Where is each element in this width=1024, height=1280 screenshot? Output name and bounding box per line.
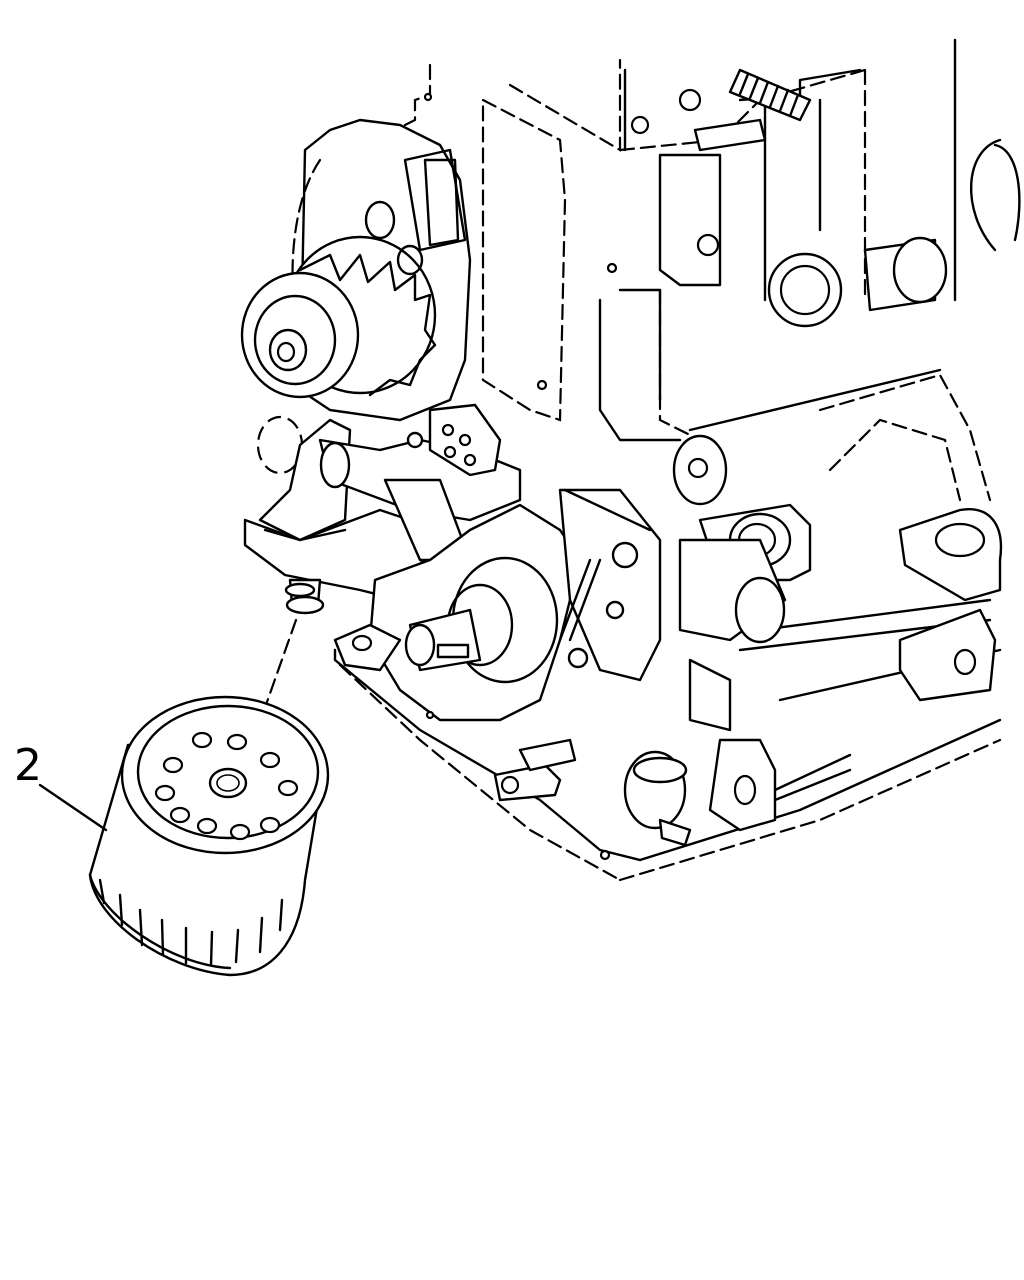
oil-pan: [333, 488, 1002, 882]
oil-filter: [88, 618, 330, 977]
callout-label: 2: [14, 740, 42, 791]
oil-pump-cover: [318, 403, 582, 722]
water-pump-pulley: [240, 118, 472, 422]
stud: [728, 68, 812, 122]
callout-leader-line: [38, 783, 108, 832]
callout-2: 2: [14, 740, 108, 832]
